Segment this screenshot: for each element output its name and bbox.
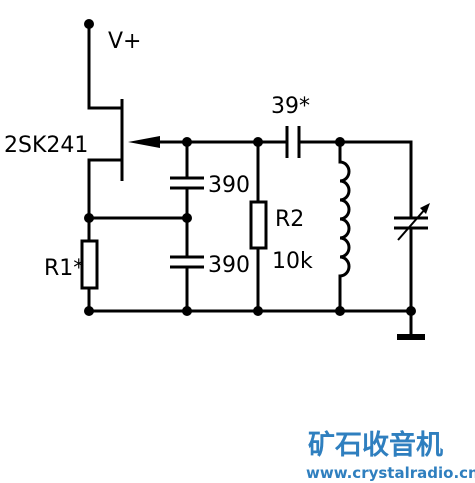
resistor-r1 [80,239,99,290]
gate-arrow-icon [128,136,160,148]
capacitor-c-bottom [170,255,204,269]
junction-dot [182,137,192,147]
junction-dot [182,306,192,316]
variable-arrow-icon [397,207,427,241]
label-r2-value: 10k [272,249,313,274]
label-r1: R1* [44,256,84,281]
label-c-coupling: 39* [271,94,310,119]
junction-dot [84,306,94,316]
inductor-coil [339,160,351,278]
junction-dot [253,137,263,147]
label-c-top: 390 [208,173,250,198]
watermark-title: 矿石收音机 [308,429,443,461]
junction-dot [84,19,94,29]
wires [87,22,413,337]
junction-dots [84,19,416,316]
variable-capacitor [394,203,430,241]
watermark-url: www.crystalradio.cn [306,464,475,482]
junction-dot [335,137,345,147]
label-supply: V+ [108,29,141,54]
jfet-2sk241 [120,99,160,181]
label-c-bottom: 390 [208,253,250,278]
label-r2-name: R2 [275,207,304,232]
junction-dot [84,213,94,223]
junction-dot [335,306,345,316]
resistor-r2 [249,200,268,250]
capacitor-coupling [285,126,301,158]
junction-dot [253,306,263,316]
label-transistor: 2SK241 [4,133,88,158]
junction-dot [406,306,416,316]
capacitor-c-top [170,176,204,190]
junction-dot [182,213,192,223]
